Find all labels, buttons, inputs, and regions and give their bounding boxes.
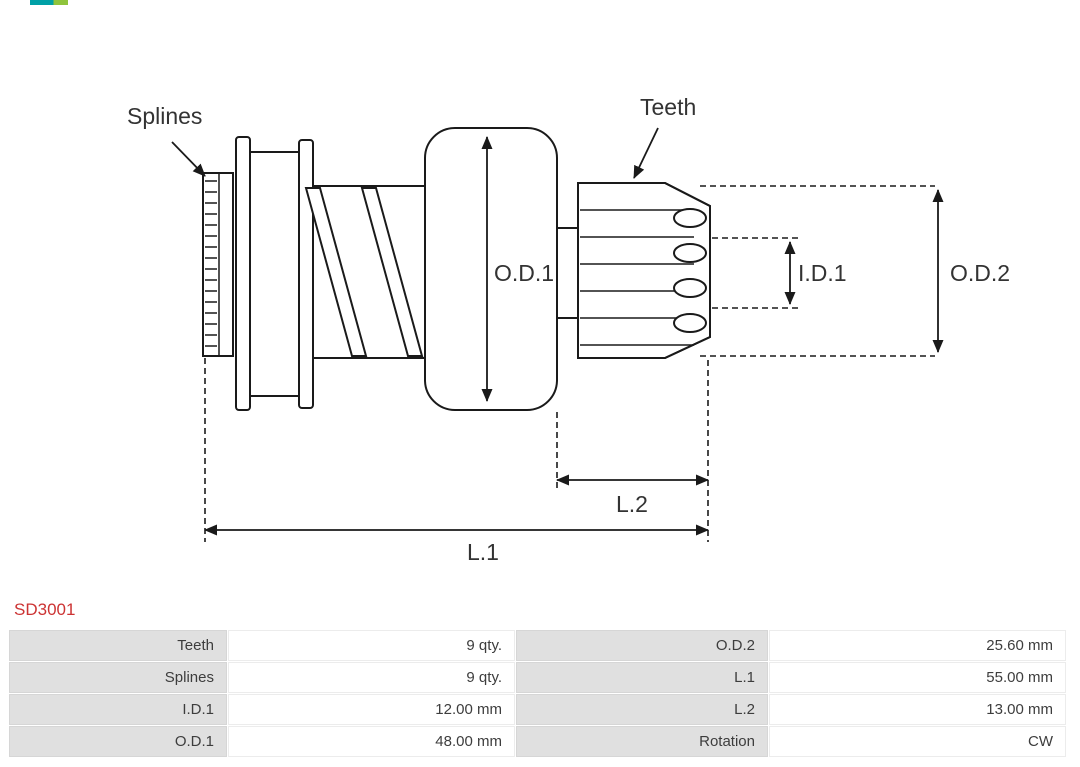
l1-dimension	[204, 358, 709, 542]
id1-dimension	[712, 237, 798, 309]
spring-shaft	[313, 185, 425, 359]
table-row: Splines 9 qty. L.1 55.00 mm	[9, 662, 1066, 693]
l2-dimension	[556, 360, 709, 542]
id1-label: I.D.1	[798, 260, 847, 286]
spec-value-cell: 13.00 mm	[769, 694, 1066, 725]
spec-label-cell: O.D.2	[516, 630, 768, 661]
od2-label: O.D.2	[950, 260, 1010, 286]
part-number: SD3001	[14, 600, 76, 619]
spec-label-cell: Rotation	[516, 726, 768, 757]
spec-label-cell: I.D.1	[9, 694, 227, 725]
splines-label: Splines	[127, 103, 202, 129]
spring	[304, 187, 424, 357]
teeth-pointer-arrow	[633, 127, 659, 179]
l1-label: L.1	[467, 539, 499, 565]
spline-shaft	[202, 172, 234, 357]
brand-logo-fragment	[30, 0, 68, 5]
spec-value-cell: 12.00 mm	[228, 694, 515, 725]
pinion-gear	[577, 182, 711, 359]
flange-disc-left	[235, 136, 251, 411]
table-row: O.D.1 48.00 mm Rotation CW	[9, 726, 1066, 757]
spec-table: Teeth 9 qty. O.D.2 25.60 mm Splines 9 qt…	[8, 629, 1067, 758]
od1-label: O.D.1	[494, 260, 554, 286]
spec-value-cell: 55.00 mm	[769, 662, 1066, 693]
l2-label: L.2	[616, 491, 648, 517]
spec-label-cell: O.D.1	[9, 726, 227, 757]
step-shaft	[557, 227, 578, 319]
spec-label-cell: L.1	[516, 662, 768, 693]
gear-teeth-lines	[580, 209, 694, 346]
flange-disc-right	[298, 139, 314, 409]
spec-value-cell: CW	[769, 726, 1066, 757]
table-row: I.D.1 12.00 mm L.2 13.00 mm	[9, 694, 1066, 725]
splines-pointer-arrow	[171, 141, 206, 177]
table-row: Teeth 9 qty. O.D.2 25.60 mm	[9, 630, 1066, 661]
tooth-end-ellipses	[673, 208, 707, 333]
teeth-label: Teeth	[640, 94, 696, 120]
hub-cylinder	[249, 151, 300, 397]
od2-dimension	[700, 185, 944, 357]
spec-label-cell: Teeth	[9, 630, 227, 661]
spec-label-cell: L.2	[516, 694, 768, 725]
spec-label-cell: Splines	[9, 662, 227, 693]
spec-value-cell: 9 qty.	[228, 662, 515, 693]
starter-drive-diagram: O.D.1 Splines Teeth O.D.2 I.D.1 L.2	[127, 94, 1010, 565]
spec-value-cell: 25.60 mm	[769, 630, 1066, 661]
spec-value-cell: 48.00 mm	[228, 726, 515, 757]
spec-value-cell: 9 qty.	[228, 630, 515, 661]
